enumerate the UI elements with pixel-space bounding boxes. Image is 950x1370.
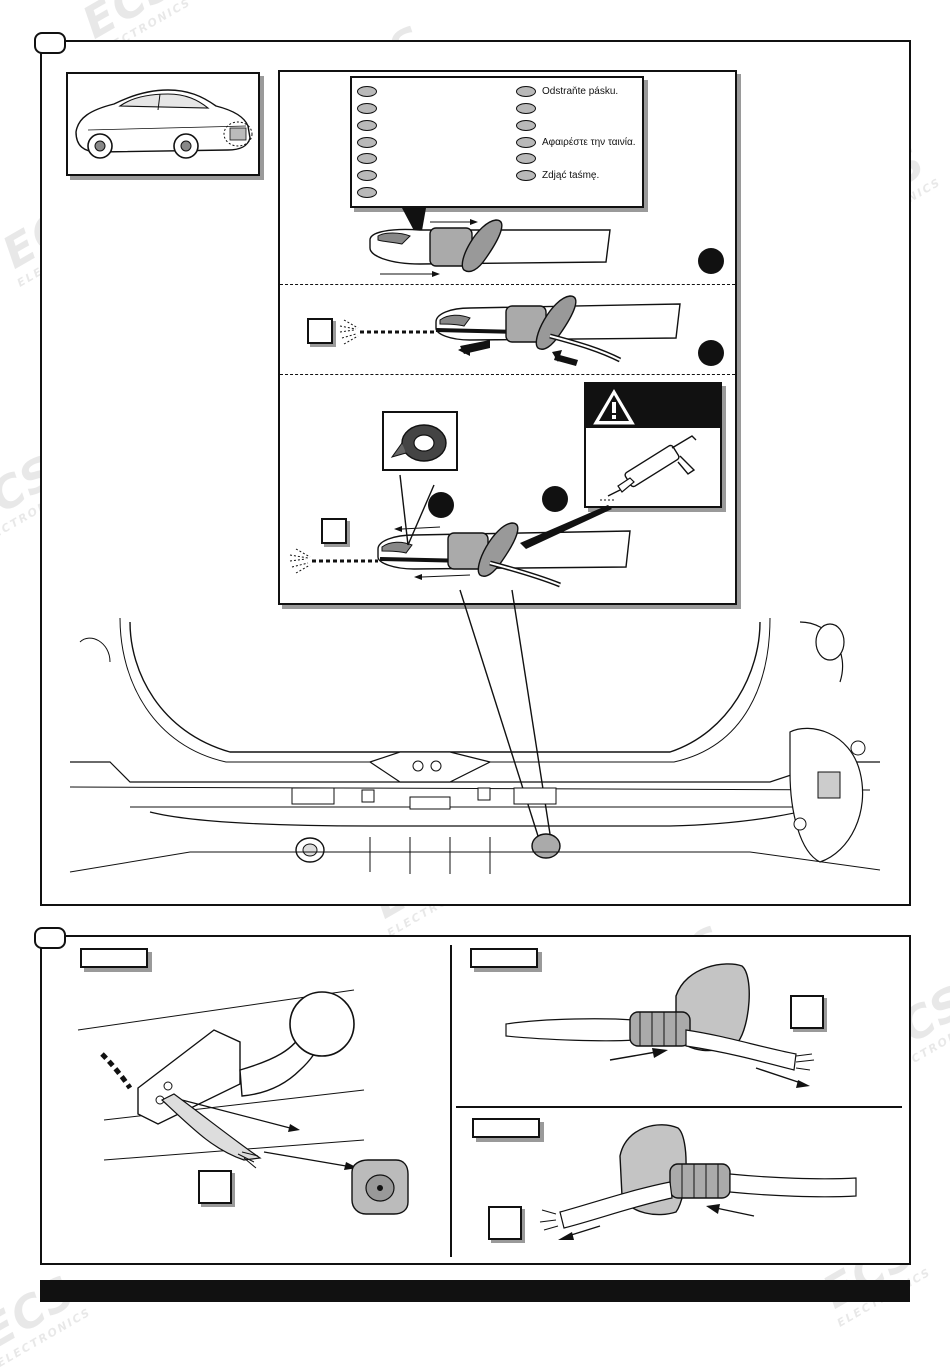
tape-roll-icon <box>390 424 447 462</box>
step-marker-dot <box>428 492 454 518</box>
instruction-text: Odstraňte pásku. <box>542 86 619 97</box>
warning-box <box>584 382 722 508</box>
step-1-tab <box>34 32 66 54</box>
language-flag-oval <box>357 103 377 114</box>
language-flag-oval <box>516 137 536 148</box>
car-icon <box>75 89 253 159</box>
cable-pull-diagram <box>339 295 681 366</box>
language-flag-oval <box>357 120 377 131</box>
language-flag-oval <box>357 137 377 148</box>
variant-label-box <box>80 948 148 968</box>
language-flag-oval <box>516 170 536 181</box>
tow-bar-icon <box>77 989 365 1170</box>
horizontal-divider <box>456 1106 902 1108</box>
car-thumbnail <box>66 72 260 176</box>
instruction-text: Zdjąć taśmę. <box>542 170 600 181</box>
reference-square <box>321 518 347 544</box>
grommet-icon <box>351 1159 409 1215</box>
language-flag-oval <box>516 120 536 131</box>
separator-dashed <box>280 284 735 285</box>
separator-dashed <box>280 374 735 375</box>
step-marker-dot <box>698 248 724 274</box>
language-flag-oval <box>357 153 377 164</box>
language-flag-oval <box>357 170 377 181</box>
variant-label-box <box>470 948 538 968</box>
reference-square <box>488 1206 522 1240</box>
grommet-cable-diagram <box>505 963 815 1088</box>
language-flag-oval <box>516 103 536 114</box>
step-marker-dot <box>542 486 568 512</box>
language-flag-oval <box>516 153 536 164</box>
cable-with-tape-diagram <box>369 219 611 277</box>
grommet-cable-diagram <box>539 1124 857 1240</box>
reference-square <box>790 995 824 1029</box>
reference-square <box>198 1170 232 1204</box>
step-2-tab <box>34 927 66 949</box>
language-flag-oval <box>516 86 536 97</box>
warning-icon <box>593 389 635 425</box>
step-marker-dot <box>698 340 724 366</box>
cable-sealing-diagram <box>289 474 631 588</box>
car-rear-underside-diagram <box>69 617 881 874</box>
language-flag-oval <box>357 187 377 198</box>
sealant-gun-icon <box>600 435 697 501</box>
vertical-divider <box>450 945 452 1257</box>
language-flag-oval <box>357 86 377 97</box>
footer-bar <box>40 1280 910 1302</box>
tape-roll-inset <box>382 411 458 471</box>
language-instructions-box <box>350 76 644 208</box>
instruction-text: Αφαιρέστε την ταινία. <box>542 137 636 148</box>
variant-label-box <box>472 1118 540 1138</box>
reference-square <box>307 318 333 344</box>
